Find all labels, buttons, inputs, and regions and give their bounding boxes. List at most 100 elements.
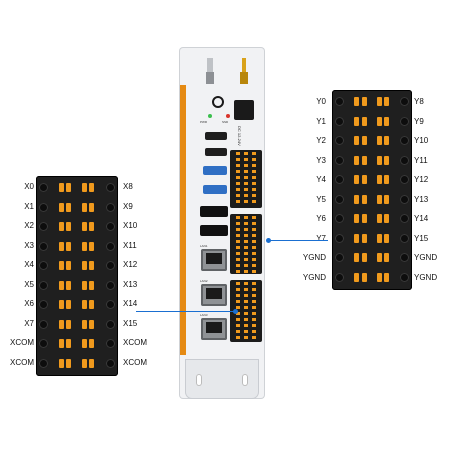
device-terminal-tab-icon — [236, 200, 240, 203]
device-terminal-tab-icon — [252, 252, 256, 255]
usb3-port-1[interactable] — [203, 166, 227, 175]
terminal-release-tab-icon[interactable] — [58, 339, 64, 348]
hdmi-port-2[interactable] — [200, 225, 228, 236]
terminal-release-tab-icon[interactable] — [58, 358, 64, 368]
terminal-release-tab-icon[interactable] — [89, 222, 95, 231]
terminal-release-tab-icon[interactable] — [354, 116, 360, 126]
terminal-release-tab-icon[interactable] — [361, 253, 367, 262]
terminal-release-tab-icon[interactable] — [354, 194, 360, 204]
terminal-release-tab-icon[interactable] — [66, 319, 72, 329]
lan1-port[interactable] — [201, 249, 227, 271]
usb2-port-1[interactable] — [205, 132, 227, 140]
terminal-release-tab-icon[interactable] — [66, 241, 72, 251]
terminal-release-tab-icon[interactable] — [58, 241, 64, 251]
terminal-release-tab-icon[interactable] — [89, 339, 95, 348]
terminal-release-tab-icon[interactable] — [376, 233, 382, 243]
terminal-release-tab-icon[interactable] — [376, 194, 382, 204]
usb2-port-2[interactable] — [205, 148, 227, 156]
terminal-release-tab-icon[interactable] — [376, 155, 382, 165]
device-terminal-tab-icon — [244, 234, 248, 237]
terminal-release-tab-icon[interactable] — [354, 272, 360, 282]
terminal-release-tab-icon[interactable] — [89, 261, 95, 270]
terminal-release-tab-icon[interactable] — [361, 155, 367, 165]
terminal-release-tab-icon[interactable] — [376, 116, 382, 126]
terminal-release-tab-icon[interactable] — [81, 319, 87, 329]
usb3-port-2[interactable] — [203, 185, 227, 194]
terminal-release-tab-icon[interactable] — [58, 202, 64, 212]
terminal-release-tab-icon[interactable] — [376, 136, 382, 145]
terminal-release-tab-icon[interactable] — [81, 222, 87, 231]
terminal-release-tab-icon[interactable] — [376, 253, 382, 262]
terminal-release-tab-icon[interactable] — [354, 253, 360, 262]
terminal-release-tab-icon[interactable] — [384, 175, 389, 184]
terminal-release-tab-icon[interactable] — [384, 97, 389, 106]
terminal-release-tab-icon[interactable] — [58, 300, 64, 309]
terminal-release-tab-icon[interactable] — [81, 241, 87, 251]
terminal-release-tab-icon[interactable] — [384, 214, 389, 223]
terminal-release-tab-icon[interactable] — [361, 136, 367, 145]
terminal-release-tab-icon[interactable] — [89, 319, 95, 329]
terminal-release-tab-icon[interactable] — [66, 222, 72, 231]
terminal-release-tab-icon[interactable] — [81, 202, 87, 212]
terminal-release-tab-icon[interactable] — [361, 233, 367, 243]
terminal-release-tab-icon[interactable] — [361, 194, 367, 204]
hdmi-port-1[interactable] — [200, 206, 228, 217]
terminal-release-tab-icon[interactable] — [376, 175, 382, 184]
terminal-release-tab-icon[interactable] — [89, 202, 95, 212]
terminal-release-tab-icon[interactable] — [354, 155, 360, 165]
terminal-release-tab-icon[interactable] — [66, 300, 72, 309]
terminal-release-tab-icon[interactable] — [376, 272, 382, 282]
terminal-release-tab-icon[interactable] — [81, 339, 87, 348]
terminal-release-tab-icon[interactable] — [66, 261, 72, 270]
terminal-release-tab-icon[interactable] — [354, 214, 360, 223]
terminal-release-tab-icon[interactable] — [354, 175, 360, 184]
terminal-release-tab-icon[interactable] — [384, 136, 389, 145]
left-block-right-label: XCOM — [123, 338, 147, 347]
terminal-release-tab-icon[interactable] — [89, 280, 95, 290]
terminal-release-tab-icon[interactable] — [58, 183, 64, 192]
device-terminal-tab-icon — [236, 312, 240, 315]
terminal-release-tab-icon[interactable] — [81, 280, 87, 290]
power-button-icon[interactable] — [212, 96, 224, 108]
terminal-release-tab-icon[interactable] — [361, 116, 367, 126]
terminal-release-tab-icon[interactable] — [361, 175, 367, 184]
terminal-release-tab-icon[interactable] — [66, 183, 72, 192]
terminal-release-tab-icon[interactable] — [58, 222, 64, 231]
device-terminal-tab-icon — [252, 246, 256, 249]
terminal-release-tab-icon[interactable] — [58, 261, 64, 270]
terminal-release-tab-icon[interactable] — [376, 97, 382, 106]
lan3-port[interactable] — [201, 318, 227, 340]
terminal-release-tab-icon[interactable] — [354, 233, 360, 243]
terminal-release-tab-icon[interactable] — [384, 233, 389, 243]
terminal-release-tab-icon[interactable] — [58, 280, 64, 290]
terminal-screw-icon — [39, 339, 48, 348]
terminal-release-tab-icon[interactable] — [81, 183, 87, 192]
terminal-release-tab-icon[interactable] — [361, 97, 367, 106]
terminal-release-tab-icon[interactable] — [354, 136, 360, 145]
terminal-release-tab-icon[interactable] — [384, 194, 389, 204]
terminal-release-tab-icon[interactable] — [354, 97, 360, 106]
terminal-release-tab-icon[interactable] — [384, 116, 389, 126]
device-terminal-tab-icon — [252, 300, 256, 303]
dc-power-connector[interactable] — [234, 100, 254, 120]
terminal-release-tab-icon[interactable] — [58, 319, 64, 329]
terminal-release-tab-icon[interactable] — [376, 214, 382, 223]
lan2-port[interactable] — [201, 284, 227, 306]
terminal-release-tab-icon[interactable] — [66, 280, 72, 290]
terminal-release-tab-icon[interactable] — [89, 241, 95, 251]
terminal-release-tab-icon[interactable] — [89, 358, 95, 368]
terminal-release-tab-icon[interactable] — [384, 272, 389, 282]
terminal-release-tab-icon[interactable] — [89, 300, 95, 309]
terminal-release-tab-icon[interactable] — [361, 214, 367, 223]
terminal-screw-icon — [335, 194, 344, 204]
terminal-release-tab-icon[interactable] — [81, 358, 87, 368]
terminal-release-tab-icon[interactable] — [81, 261, 87, 270]
terminal-release-tab-icon[interactable] — [66, 339, 72, 348]
terminal-release-tab-icon[interactable] — [81, 300, 87, 309]
terminal-release-tab-icon[interactable] — [384, 155, 389, 165]
terminal-release-tab-icon[interactable] — [66, 202, 72, 212]
terminal-release-tab-icon[interactable] — [361, 272, 367, 282]
terminal-release-tab-icon[interactable] — [66, 358, 72, 368]
terminal-release-tab-icon[interactable] — [89, 183, 95, 192]
terminal-release-tab-icon[interactable] — [384, 253, 389, 262]
